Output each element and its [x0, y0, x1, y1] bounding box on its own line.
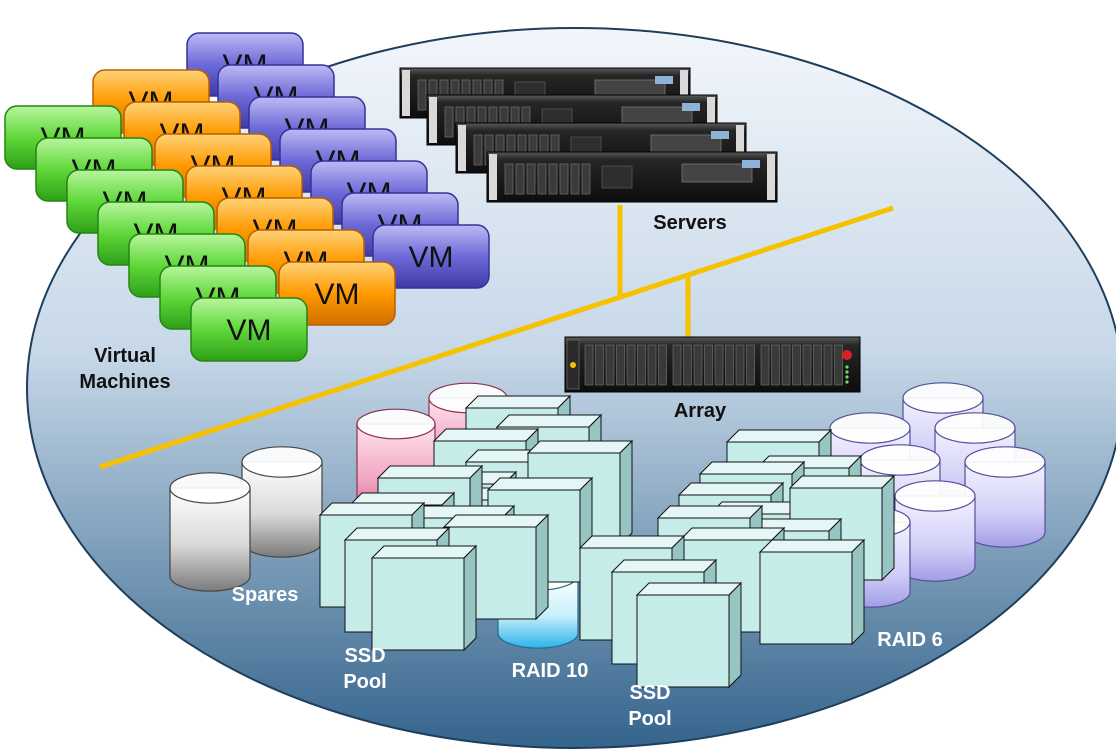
disk-cylinder-icon	[241, 446, 323, 558]
vm-label: VM	[227, 314, 272, 347]
ssd-cube-icon	[370, 544, 478, 652]
vm-box-icon	[190, 297, 308, 362]
vm-box: VM	[278, 261, 396, 326]
disk-cylinder-icon	[169, 472, 251, 592]
storage-array	[564, 336, 861, 393]
ssd-pool-left-line1: SSD	[344, 645, 386, 667]
network-bus-line	[99, 205, 894, 470]
ssd-pool-right-line2: Pool	[628, 708, 672, 730]
raid10-label: RAID 10	[511, 660, 589, 682]
array-label: Array	[673, 400, 727, 422]
raid6-label: RAID 6	[877, 629, 943, 651]
ssd-pool-left-line2: Pool	[343, 671, 387, 693]
disk-cylinder-icon	[894, 480, 976, 582]
vm-box: VM	[190, 297, 308, 362]
storage-pools	[169, 382, 1046, 689]
virtual-machines-label-line2: Machines	[79, 371, 171, 393]
vm-label: VM	[315, 278, 360, 311]
disk-cylinder-icon	[964, 446, 1046, 548]
vm-group: VMVMVMVMVMVMVMVMVMVMVMVMVMVMVMVMVMVMVMVM…	[4, 32, 490, 362]
virtual-machines-label-line1: Virtual	[94, 345, 156, 367]
vm-box-icon	[372, 224, 490, 289]
servers-label: Servers	[653, 212, 727, 234]
spares-label: Spares	[231, 584, 299, 606]
rack-server-icon	[486, 151, 778, 203]
virtual-machines-label: Virtual Machines	[55, 343, 195, 395]
connector-lines	[99, 205, 894, 470]
server-group	[399, 67, 778, 203]
ssd-cube-icon	[758, 538, 866, 646]
vm-box: VM	[372, 224, 490, 289]
ssd-pool-right-label: SSD Pool	[590, 680, 710, 732]
ssd-cube-icon	[635, 581, 743, 689]
ssd-pool-right-line1: SSD	[629, 682, 671, 704]
vm-label: VM	[409, 241, 454, 274]
vm-box-icon	[278, 261, 396, 326]
ssd-pool-left-label: SSD Pool	[305, 643, 425, 695]
